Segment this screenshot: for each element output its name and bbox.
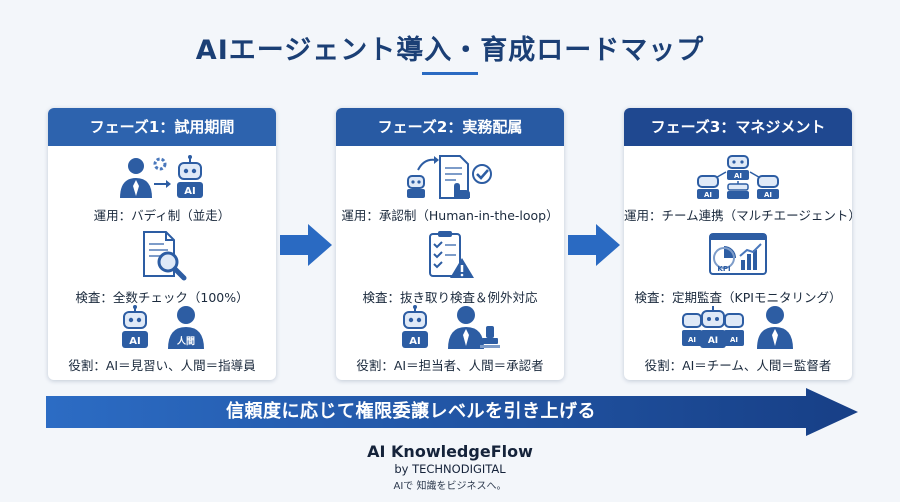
ai-badge: AI bbox=[409, 336, 420, 347]
document-magnifier-icon bbox=[143, 231, 187, 281]
arrow-right-icon bbox=[280, 224, 332, 266]
phase-3-header: フェーズ3：マネジメント bbox=[624, 108, 852, 146]
phase-1-operation: AI 運用：バディ制（並走） bbox=[48, 154, 276, 224]
svg-text:AI: AI bbox=[730, 336, 738, 344]
brand-by: by TECHNODIGITAL bbox=[394, 462, 506, 476]
phase-2-role-label: 役割：AI＝担当者、人間＝承認者 bbox=[356, 358, 544, 373]
approval-document-icon bbox=[407, 155, 492, 199]
phase-1-inspection-label: 検査：全数チェック（100%） bbox=[75, 290, 249, 305]
ai-badge: AI bbox=[129, 336, 140, 347]
kpi-dashboard-icon: KPI bbox=[709, 233, 767, 275]
progress-arrow-label: 信頼度に応じて権限委譲レベルを引き上げる bbox=[226, 401, 596, 422]
phase-3-operation-label: 運用：チーム連携（マルチエージェント） bbox=[624, 208, 852, 223]
phase-2-operation: 運用：承認制（Human-in-the-loop） bbox=[336, 154, 564, 224]
svg-text:AI: AI bbox=[764, 191, 772, 199]
phase-3-inspection-label: 検査：定期監査（KPIモニタリング） bbox=[634, 290, 842, 305]
supervisor-icon bbox=[757, 306, 793, 349]
human-icon: 人間 bbox=[168, 306, 204, 349]
phase-2-inspection-label: 検査：抜き取り検査＆例外対応 bbox=[362, 290, 538, 305]
human-badge: 人間 bbox=[176, 335, 195, 347]
brand-block: AI KnowledgeFlow by TECHNODIGITAL AIで 知識… bbox=[0, 442, 900, 492]
phase-3-operation: AI AI AI 運用：チーム連携（マルチエージェント） bbox=[624, 154, 852, 224]
svg-text:AI: AI bbox=[734, 172, 742, 180]
phase-2-inspection: 検査：抜き取り検査＆例外対応 bbox=[336, 230, 564, 306]
robot-icon: AI bbox=[402, 305, 428, 348]
svg-text:AI: AI bbox=[184, 186, 195, 197]
ai-badge: AI bbox=[708, 336, 718, 346]
svg-text:AI: AI bbox=[688, 336, 696, 344]
phase-2-role: AI 役割：AI＝担当者、人間＝承認者 bbox=[336, 304, 564, 374]
kpi-badge: KPI bbox=[717, 265, 730, 273]
approver-with-stamp-icon bbox=[448, 306, 500, 349]
phase-1-role-label: 役割：AI＝見習い、人間＝指導員 bbox=[68, 358, 256, 373]
phase-2-header: フェーズ2：実務配属 bbox=[336, 108, 564, 146]
phase-1-card: フェーズ1：試用期間 AI 運用 bbox=[48, 108, 276, 380]
robot-icon: AI bbox=[122, 305, 148, 348]
arrow-right-icon bbox=[568, 224, 620, 266]
phase-1-inspection: 検査：全数チェック（100%） bbox=[48, 230, 276, 306]
phase-1-header: フェーズ1：試用期間 bbox=[48, 108, 276, 146]
phase-1-role: AI 人間 役割：AI＝見習い、人間＝指導員 bbox=[48, 304, 276, 374]
phase-2-operation-label: 運用：承認制（Human-in-the-loop） bbox=[341, 208, 559, 223]
multi-agent-network-icon: AI AI AI bbox=[697, 155, 779, 199]
brand-tagline: AIで 知識をビジネスへ。 bbox=[393, 481, 507, 492]
phase-3-card: フェーズ3：マネジメント AI AI bbox=[624, 108, 852, 380]
progress-arrow bbox=[46, 388, 858, 436]
phase-2-card: フェーズ2：実務配属 bbox=[336, 108, 564, 380]
svg-text:AI: AI bbox=[704, 191, 712, 199]
brand-name: AI KnowledgeFlow bbox=[367, 442, 533, 461]
page-title: AIエージェント導入・育成ロードマップ bbox=[195, 35, 705, 66]
phase-3-role-label: 役割：AI＝チーム、人間＝監督者 bbox=[644, 358, 832, 373]
title-underline bbox=[422, 72, 478, 75]
phase-3-role: AI AI AI 役割：AI＝チーム、人間＝監督者 bbox=[624, 304, 852, 374]
robot-team-icon: AI AI AI bbox=[682, 306, 744, 348]
phase-3-inspection: KPI 検査：定期監査（KPIモニタリング） bbox=[624, 230, 852, 306]
person-with-robot-icon: AI bbox=[120, 155, 203, 198]
checklist-warning-icon bbox=[429, 231, 474, 278]
phase-1-operation-label: 運用：バディ制（並走） bbox=[93, 208, 231, 223]
